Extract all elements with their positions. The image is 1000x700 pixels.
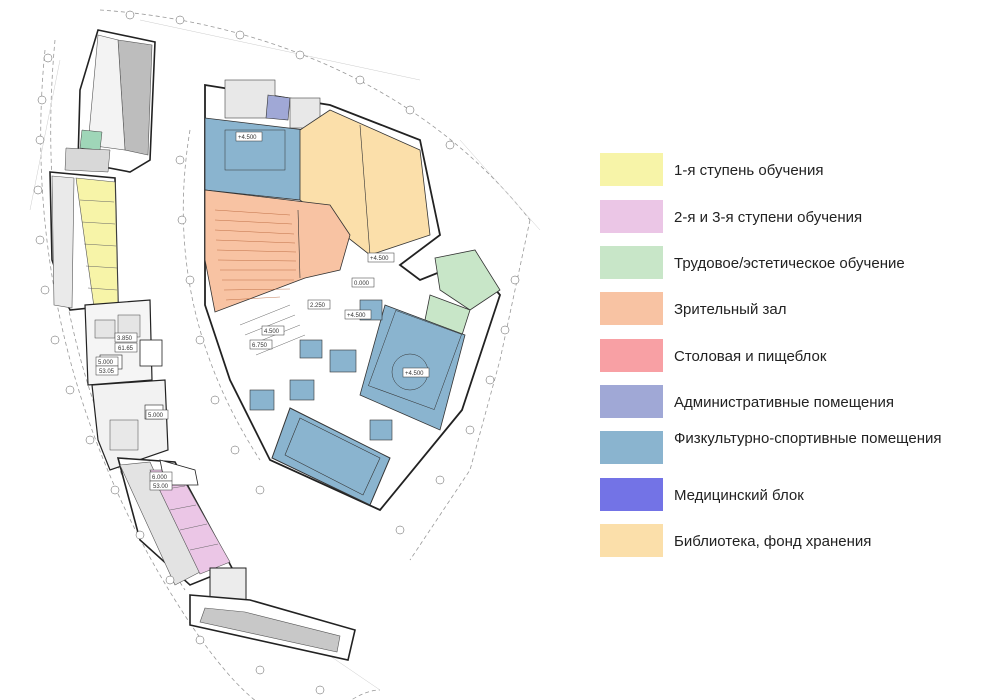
south-wing <box>116 457 356 661</box>
area-mark: 61.65 <box>118 346 134 352</box>
legend-label: Трудовое/эстетическое обучение <box>674 255 905 272</box>
legend-label: Административные помещения <box>674 394 895 411</box>
main-complex <box>204 79 502 512</box>
level-mark: 6.750 <box>252 343 268 349</box>
legend-label: 1-я ступень обучения <box>674 162 824 179</box>
legend-item: Физкультурно-спортивные помещения <box>600 430 980 465</box>
legend-label: Зрительный зал <box>674 301 787 318</box>
axis-markers <box>33 10 520 695</box>
legend-item: Административные помещения <box>600 385 980 419</box>
level-mark: 5.000 <box>98 360 114 366</box>
level-mark: 3.850 <box>117 336 133 342</box>
level-mark: +4.500 <box>347 313 366 319</box>
legend-swatch <box>600 524 663 557</box>
level-mark: 2.250 <box>310 303 326 309</box>
level-mark: 6.000 <box>152 475 168 481</box>
legend-swatch <box>600 292 663 325</box>
legend-label: Столовая и пищеблок <box>674 348 827 365</box>
level-marks: +4.500 +4.500 +4.500 +4.500 2.250 0.000 … <box>95 131 430 491</box>
level-mark: 5.000 <box>148 413 164 419</box>
central-wing <box>49 171 169 471</box>
level-mark: +4.500 <box>370 256 389 262</box>
legend-item: 2-я и 3-я ступени обучения <box>600 200 980 234</box>
area-mark: 53.00 <box>153 484 169 490</box>
north-wing <box>64 29 156 173</box>
legend-item: 1-я ступень обучения <box>600 153 980 187</box>
legend-label: Библиотека, фонд хранения <box>674 533 872 550</box>
level-mark: 0.000 <box>354 281 370 287</box>
level-mark: +4.500 <box>405 371 424 377</box>
legend-label: 2-я и 3-я ступени обучения <box>674 209 863 226</box>
legend-label: Физкультурно-спортивные помещения <box>674 430 942 447</box>
legend-item: Медицинский блок <box>600 478 980 512</box>
legend-item: Зрительный зал <box>600 292 980 326</box>
legend-swatch <box>600 431 663 464</box>
level-mark: 4.500 <box>264 329 280 335</box>
level-mark: +4.500 <box>238 135 257 141</box>
legend-swatch <box>600 246 663 279</box>
legend-label: Медицинский блок <box>674 487 804 504</box>
area-mark: 53.05 <box>99 369 115 375</box>
legend-item: Столовая и пищеблок <box>600 339 980 373</box>
auditorium-seating <box>214 209 297 301</box>
legend-swatch <box>600 478 663 511</box>
legend-swatch <box>600 339 663 372</box>
legend-item: Библиотека, фонд хранения <box>600 524 980 558</box>
legend-item: Трудовое/эстетическое обучение <box>600 246 980 280</box>
legend-swatch <box>600 385 663 418</box>
floor-plan: +4.500 +4.500 +4.500 +4.500 2.250 0.000 … <box>29 9 541 700</box>
legend-swatch <box>600 200 663 233</box>
legend-swatch <box>600 153 663 186</box>
